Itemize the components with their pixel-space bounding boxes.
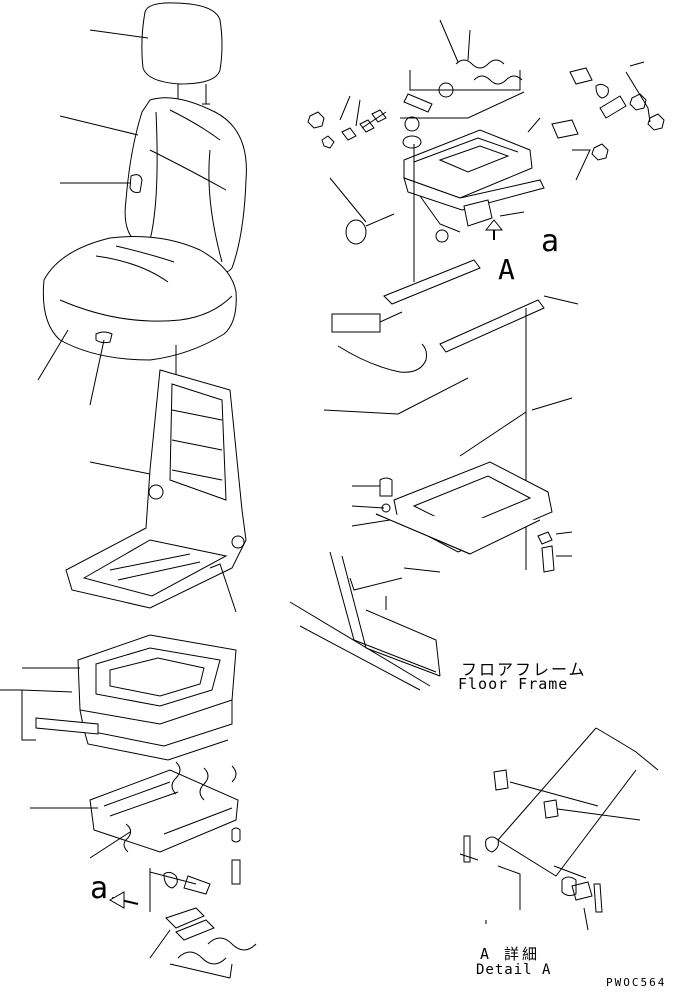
drawing-code: PWOC564 (606, 976, 667, 989)
view-ref-right: a (541, 224, 560, 259)
mounting-bracket-icon (323, 377, 573, 457)
slide-rail-icon (331, 144, 579, 570)
detail-label-en: Detail A (476, 962, 552, 978)
view-ref-left: a (90, 871, 109, 906)
suspension-icon (0, 634, 237, 761)
view-arrow-icon (345, 211, 525, 245)
seat-frame-icon (65, 369, 247, 613)
suspension-icon (329, 19, 545, 243)
slide-rail-icon (30, 761, 241, 912)
mounting-bracket-icon (307, 61, 665, 181)
floor-frame-icon (289, 551, 441, 691)
headrest-icon (89, 2, 223, 105)
mounting-bracket-icon (149, 907, 257, 979)
seat-cushion-icon (37, 236, 237, 560)
floor-frame-label-jp: フロアフレーム (461, 660, 587, 679)
view-mark: A (498, 253, 515, 286)
detail-a-linkage-icon (459, 727, 659, 931)
detail-label-jp: A 詳細 (480, 945, 541, 963)
mounting-bracket-icon (351, 461, 573, 573)
floor-frame-label-en: Floor Frame (458, 675, 569, 693)
